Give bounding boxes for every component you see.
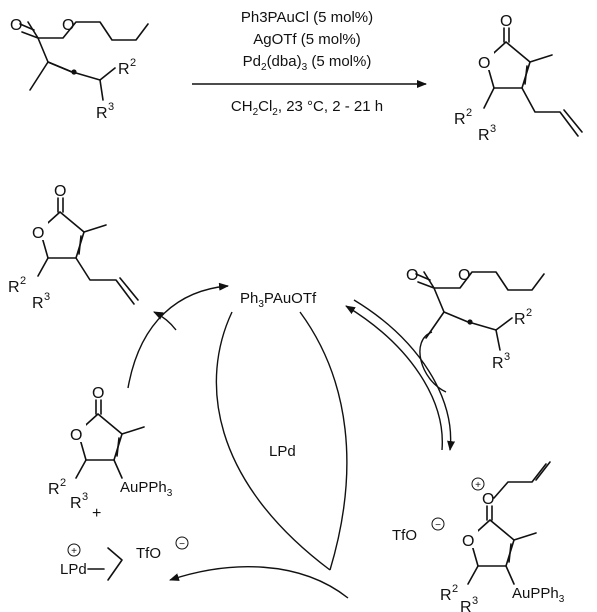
plus-sign: +: [92, 505, 101, 522]
label-r-group: R: [96, 105, 108, 122]
cycle-center-label: LPd: [269, 443, 296, 460]
atom-o-ring: O: [462, 533, 474, 550]
negative-charge-icon: [175, 536, 189, 550]
top-product: O O R 2 R 3: [454, 13, 583, 144]
reagent-silver: AgOTf (5 mol%): [253, 31, 361, 48]
triflate-label: TfO: [136, 545, 161, 562]
label-sup-3: 3: [108, 101, 114, 113]
reagent-gold: Ph3PAuCl (5 mol%): [241, 9, 373, 26]
triflate-label: TfO: [392, 527, 417, 544]
charge-symbol: −: [435, 520, 441, 531]
label-r-group: R: [478, 127, 490, 144]
positive-charge-icon: [471, 477, 485, 491]
atom-o-oxonium: O: [482, 491, 494, 508]
atom-o-carbonyl: O: [406, 267, 418, 284]
charge-symbol: −: [179, 539, 185, 550]
label-r-group: R: [32, 295, 44, 312]
substrate-entry-arrow: [419, 331, 447, 393]
atom-o-ester: O: [62, 17, 74, 34]
solvent-conditions: CH2Cl2, 23 °C, 2 - 21 h: [231, 98, 383, 118]
atom-o-ring: O: [70, 427, 82, 444]
transfer-arrow: [169, 566, 349, 599]
atom-o-ring: O: [478, 55, 490, 72]
atom-o-carbonyl: O: [92, 385, 104, 402]
label-sup-3: 3: [44, 291, 50, 303]
label-r-group: R: [454, 111, 466, 128]
allyl-ligand: [107, 547, 123, 581]
positive-charge-icon: [67, 543, 81, 557]
cycle-gold-intermediate: O O R 2 R 3 AuPPh3 + + LPd TfO −: [48, 385, 189, 581]
top-starting-material: O O R 2 R 3: [10, 17, 149, 122]
label-sup-2: 2: [60, 477, 66, 489]
cycle-substrate: O O R 2 R 3: [406, 267, 545, 372]
atom-o-ester: O: [458, 267, 470, 284]
label-sup-2: 2: [466, 107, 472, 119]
reaction-conditions: Ph3PAuCl (5 mol%) AgOTf (5 mol%) Pd2(dba…: [192, 9, 427, 118]
label-sup-3: 3: [504, 351, 510, 363]
cycle-oxonium-intermediate: TfO − + O O R 2 R 3 AuPPh3: [392, 461, 565, 612]
charge-symbol: +: [71, 546, 77, 557]
label-r-group: R: [8, 279, 20, 296]
cycle-inner-arc: [215, 311, 331, 571]
cycle-product: O O R 2 R 3: [8, 183, 139, 312]
label-sup-3: 3: [472, 595, 478, 607]
label-sup-2: 2: [20, 275, 26, 287]
label-r-group: R: [118, 61, 130, 78]
label-sup-3: 3: [490, 123, 496, 135]
cycle-inner-arc-right: [299, 311, 348, 571]
label-sup-2: 2: [130, 57, 136, 69]
negative-charge-icon: [431, 517, 445, 531]
label-sup-2: 2: [526, 307, 532, 319]
label-r-group: R: [492, 355, 504, 372]
atom-o-carbonyl: O: [54, 183, 66, 200]
catalyst-label: Ph3PAuOTf: [240, 290, 317, 310]
cycle-arrows: [127, 282, 456, 599]
label-r-group: R: [460, 599, 472, 612]
label-r-group: R: [514, 311, 526, 328]
gold-ligand-label: AuPPh3: [512, 585, 565, 605]
label-r-group: R: [440, 587, 452, 604]
reverse-equilibrium-arrow: [345, 305, 443, 451]
reagent-palladium: Pd2(dba)3 (5 mol%): [243, 53, 372, 73]
label-sup-2: 2: [452, 583, 458, 595]
label-sup-3: 3: [82, 491, 88, 503]
label-r-group: R: [48, 481, 60, 498]
lpd-label: LPd: [60, 561, 87, 578]
atom-o-carbonyl: O: [10, 17, 22, 34]
charge-symbol: +: [475, 480, 481, 491]
atom-o-carbonyl: O: [500, 13, 512, 30]
product-release-arrow: [153, 311, 177, 331]
gold-ligand-label: AuPPh3: [120, 479, 173, 499]
regeneration-arrow: [127, 282, 229, 389]
atom-o-ring: O: [32, 225, 44, 242]
forward-equilibrium-arrow: [353, 299, 456, 451]
label-r-group: R: [70, 495, 82, 512]
